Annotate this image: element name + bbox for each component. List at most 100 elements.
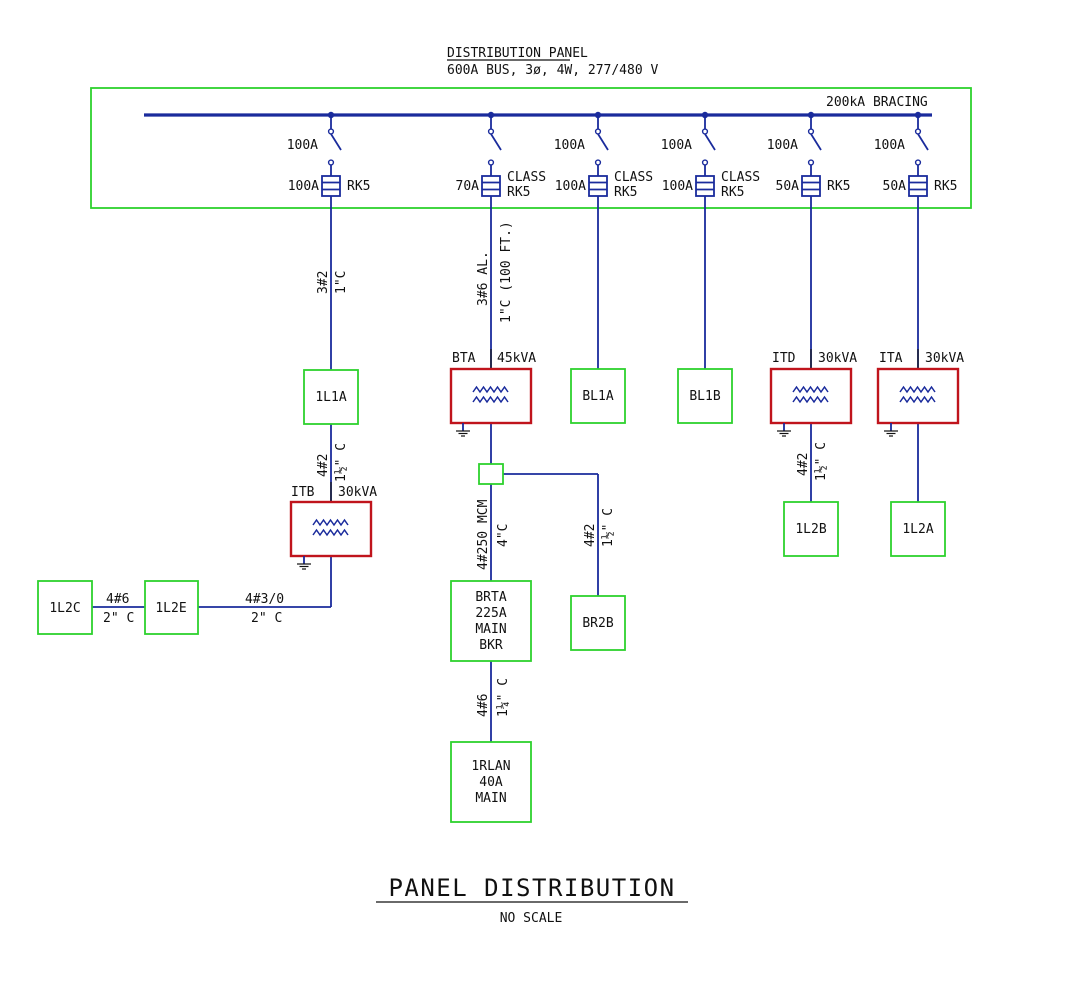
- switch-contact-icon: [327, 159, 335, 166]
- switch-rating-label: 100A: [287, 138, 318, 153]
- transformer-rating: 30kVA: [925, 351, 964, 366]
- feeder1-conductor-label: 3#2: [316, 271, 331, 294]
- switch-contact-icon: [701, 159, 709, 166]
- ground-icon: [776, 422, 792, 437]
- l1a-itb-conduit-label: 1½" C: [334, 443, 349, 482]
- panel-label: 1L2C: [49, 601, 80, 616]
- disconnect-switch-icon: [810, 133, 822, 151]
- panel-bl1b: BL1B: [677, 368, 733, 424]
- disconnect-switch-icon: [597, 133, 609, 151]
- brta-line2: 225A: [475, 606, 506, 621]
- fuse-class-label-line2: RK5: [614, 185, 637, 200]
- br2b-conduit-label: 1½" C: [601, 508, 616, 547]
- transformer-itb: ITB 30kVA: [289, 482, 377, 570]
- panel-1l2c: 1L2C: [37, 580, 93, 635]
- distribution-panel-enclosure: [90, 87, 972, 209]
- panel-label: 1L1A: [315, 390, 346, 405]
- switch-contact-icon: [487, 159, 495, 166]
- rlan-line1: 1RLAN: [471, 759, 510, 774]
- disconnect-switch-icon: [490, 133, 502, 151]
- panel-label: 1L2A: [902, 522, 933, 537]
- disconnect-switch-icon: [917, 133, 929, 151]
- switch-contact-icon: [701, 128, 709, 135]
- l1a-itb-conductor-label: 4#2: [316, 454, 331, 477]
- switch-contact-icon: [594, 128, 602, 135]
- brta-line3: MAIN: [475, 622, 506, 637]
- fuse-class-label: CLASS: [721, 170, 760, 185]
- switch-contact-icon: [327, 128, 335, 135]
- transformer-name: BTA: [452, 351, 476, 366]
- disconnect-switch-icon: [330, 133, 342, 151]
- panel-1l2b: 1L2B: [783, 501, 839, 557]
- itb-1l2e-conduit-label: 2" C: [251, 611, 282, 626]
- itb-1l2e-conductor-label: 4#3/0: [245, 592, 284, 607]
- panel-br2b: BR2B: [570, 595, 626, 651]
- transformer-bta: BTA 45kVA: [449, 349, 536, 437]
- feeder-5: 100A 50A RK5: [767, 111, 850, 208]
- brta-rlan-conduit-label: 1¼" C: [496, 678, 511, 717]
- panel-1l2a: 1L2A: [890, 501, 946, 557]
- brta-line1: BRTA: [475, 590, 506, 605]
- diagram-title: DISTRIBUTION PANEL: [447, 46, 588, 61]
- ground-icon: [455, 422, 471, 437]
- switch-contact-icon: [914, 159, 922, 166]
- fuse-rating-label: 50A: [883, 179, 907, 194]
- fuse-class-label: RK5: [827, 179, 850, 194]
- brta-line4: BKR: [479, 638, 503, 653]
- ground-icon: [296, 555, 312, 570]
- fuse-rating-label: 100A: [288, 179, 319, 194]
- switch-contact-icon: [594, 159, 602, 166]
- feeder2-conductor-label: 3#6 AL.: [476, 251, 491, 306]
- panel-label: BL1A: [582, 389, 613, 404]
- switch-contact-icon: [914, 128, 922, 135]
- fuse-rating-label: 50A: [776, 179, 800, 194]
- transformer-name: ITB: [291, 485, 315, 500]
- bta-brta-conductor-label: 4#250 MCM: [476, 499, 491, 570]
- junction-box: [478, 463, 504, 485]
- itd-1l2b-conductor-label: 4#2: [796, 453, 811, 476]
- panel-brta: BRTA 225A MAIN BKR: [450, 580, 532, 662]
- footer-title: PANEL DISTRIBUTION: [388, 874, 675, 902]
- fuse-class-label-line2: RK5: [721, 185, 744, 200]
- fuse-rating-label: 100A: [555, 179, 586, 194]
- feeder1-conduit-label: 1"C: [334, 271, 349, 294]
- fuse-class-label: RK5: [347, 179, 370, 194]
- feeder-1: 100A 100A RK5: [287, 111, 370, 208]
- 1l2e-1l2c-conductor-label: 4#6: [106, 592, 129, 607]
- footer-note: NO SCALE: [500, 911, 563, 926]
- bta-brta-conduit-label: 4"C: [496, 524, 511, 547]
- feeder-6: 100A 50A RK5: [874, 111, 957, 208]
- panel-label: 1L2B: [795, 522, 826, 537]
- feeder2-conduit-label: 1"C (100 FT.): [499, 221, 514, 323]
- itd-1l2b-conduit-label: 1½" C: [814, 442, 829, 481]
- transformer-name: ITA: [879, 351, 903, 366]
- transformer-rating: 30kVA: [338, 485, 377, 500]
- fuse-class-label-line2: RK5: [507, 185, 530, 200]
- diagram-subtitle: 600A BUS, 3ø, 4W, 277/480 V: [447, 63, 658, 78]
- panel-label: BR2B: [582, 616, 613, 631]
- switch-rating-label: 100A: [874, 138, 905, 153]
- fuse-class-label: RK5: [934, 179, 957, 194]
- panel-label: BL1B: [689, 389, 720, 404]
- transformer-ita: ITA 30kVA: [876, 349, 964, 437]
- switch-rating-label: 100A: [554, 138, 585, 153]
- fuse-class-label: CLASS: [614, 170, 653, 185]
- panel-1rlan: 1RLAN 40A MAIN: [450, 741, 532, 823]
- ground-icon: [883, 422, 899, 437]
- branch-wiring: [92, 208, 919, 742]
- panel-bl1a: BL1A: [570, 368, 626, 424]
- transformer-name: ITD: [772, 351, 796, 366]
- switch-rating-label: 100A: [767, 138, 798, 153]
- fuse-rating-label: 100A: [662, 179, 693, 194]
- brta-rlan-conductor-label: 4#6: [476, 694, 491, 717]
- panel-label: 1L2E: [155, 601, 186, 616]
- bracing-label: 200kA BRACING: [826, 95, 928, 110]
- switch-contact-icon: [807, 128, 815, 135]
- disconnect-switch-icon: [704, 133, 716, 151]
- transformer-itd: ITD 30kVA: [769, 349, 857, 437]
